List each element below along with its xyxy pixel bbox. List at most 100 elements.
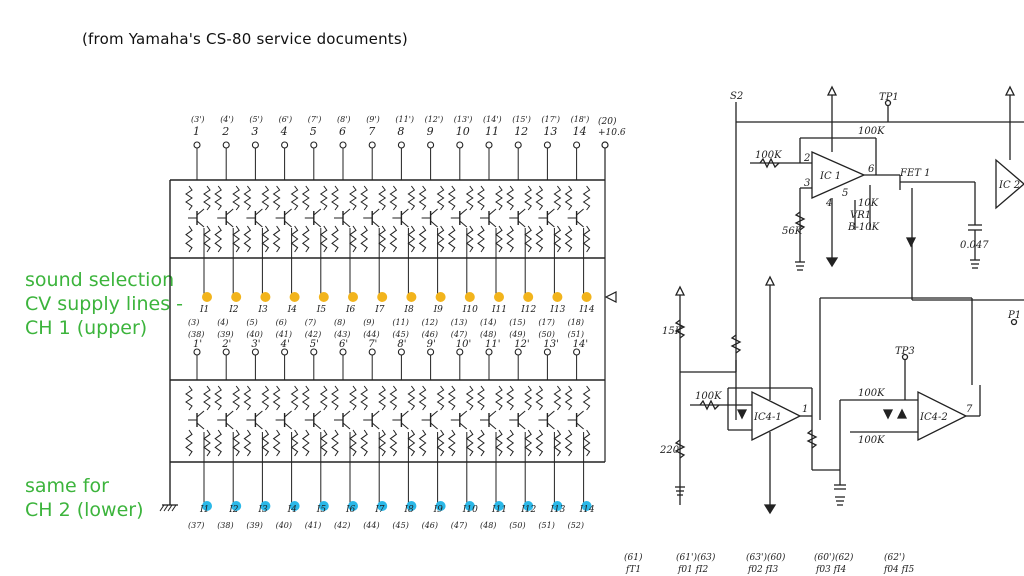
resistor [243,429,252,457]
transistor-collector [284,410,292,418]
mid-pin-number: 5' [310,339,319,350]
resistor [553,385,562,411]
mid-pin-ref: (51) [568,330,584,339]
resistor [524,225,533,253]
transistor-emitter [284,220,292,228]
ch1-output-ref: (9) [363,318,374,327]
resistor [290,185,299,211]
transistor-emitter [547,220,555,228]
ch1-cv-dot [464,292,475,302]
ch2-output-ref: (41) [305,521,321,530]
pin-label: 1 [802,404,808,415]
mid-pin-number: 1' [193,339,202,350]
resistor [378,385,387,411]
ch1-cv-dot [202,292,212,302]
resistor [436,225,445,253]
ch1-annotation-line: CH 1 (upper) [25,317,148,339]
ch2-annotation-line: CH 2 (lower) [25,499,144,521]
transistor-collector [517,208,526,216]
ch2-output-label: I1 [199,505,209,515]
transistor-emitter [313,220,322,228]
resistor [553,185,562,211]
resistor [349,429,357,457]
s2-label: S2 [730,91,743,102]
top-pin-ref: (3') [191,115,205,124]
ch1-cv-dot [231,292,242,302]
resistor [185,385,193,411]
top-pin-number: 13 [543,125,557,138]
resistor [506,429,515,457]
ch1-output-ref: (15) [509,318,525,327]
resistor [553,225,562,253]
resistor [214,185,223,211]
transistor-collector [225,208,234,216]
top-pin-number: 2 [221,125,229,138]
pin-label: 6 [868,164,875,175]
bottom-label: f04 fI5 [883,565,915,575]
resistor [465,429,474,457]
resistor [477,385,485,411]
ch2-output-ref: (39) [246,521,262,530]
ic4-1-label: IC4-1 [753,412,782,423]
p1-label: P1 [1007,310,1021,321]
ch2-output-ref: (37) [188,521,204,530]
ch1-annotation-line: CV supply lines - [25,293,184,315]
ch1-output-ref: (3) [188,318,199,327]
resistor [582,225,591,253]
transistor-emitter [488,220,497,228]
top-pin-ref: (9') [366,115,380,124]
mid-pin-number: 8' [397,339,406,350]
transistor-emitter [401,422,409,430]
ch2-annotation: same for CH 2 (lower) [25,474,210,522]
resistor [389,225,398,253]
ground-symbol [171,504,177,512]
top-pin-ref: (17') [541,115,560,124]
resistor [232,385,241,411]
transistor-emitter [459,220,468,228]
transistor-collector [342,208,351,216]
resistor [495,225,503,253]
resistor [582,429,591,457]
ch2-output-label: I2 [228,505,239,515]
ch2-output-label: I3 [257,505,268,515]
ch2-output-label: I12 [520,505,536,515]
transistor-emitter [225,220,234,228]
signal-arrow [604,291,617,303]
ch2-output-ref: (45) [392,521,408,530]
resistor [436,385,445,411]
resistor [506,185,515,211]
ch2-cv-dot [260,501,271,511]
ch2-output-label: I5 [316,505,327,515]
ch1-output-label: I12 [520,305,536,315]
transistor-collector [576,410,584,418]
resistor [360,225,369,253]
pin-label: 7 [966,404,973,415]
transistor-collector [459,208,468,216]
resistor [506,385,515,411]
transistor-collector [576,208,584,216]
mid-pin-number: 13' [543,339,558,350]
resistor [185,185,193,211]
ch2-output-ref: (38) [217,521,233,530]
ic2-label: IC 2 [998,180,1020,191]
resistor [524,385,533,411]
top-pin-ref: (15') [512,115,531,124]
vr1-value-label: B-10K [847,222,880,233]
top-pin-number: 8 [397,125,404,138]
transistor-collector [488,410,497,418]
ch1-output-label: I9 [433,305,444,315]
ground-symbol [163,504,169,512]
resistor [524,185,533,211]
mid-pin-ref: (46) [422,330,438,339]
resistor [447,429,456,457]
mid-pin-number: 9' [427,339,436,350]
top-pin-ref: (12') [425,115,444,124]
resistor [389,429,398,457]
ch1-output-label: I7 [374,305,385,315]
ch2-annotation-line: same for [25,475,109,497]
resistor [349,225,357,253]
ch1-output-ref: (4) [217,318,228,327]
mid-pin-ref: (48) [480,330,496,339]
